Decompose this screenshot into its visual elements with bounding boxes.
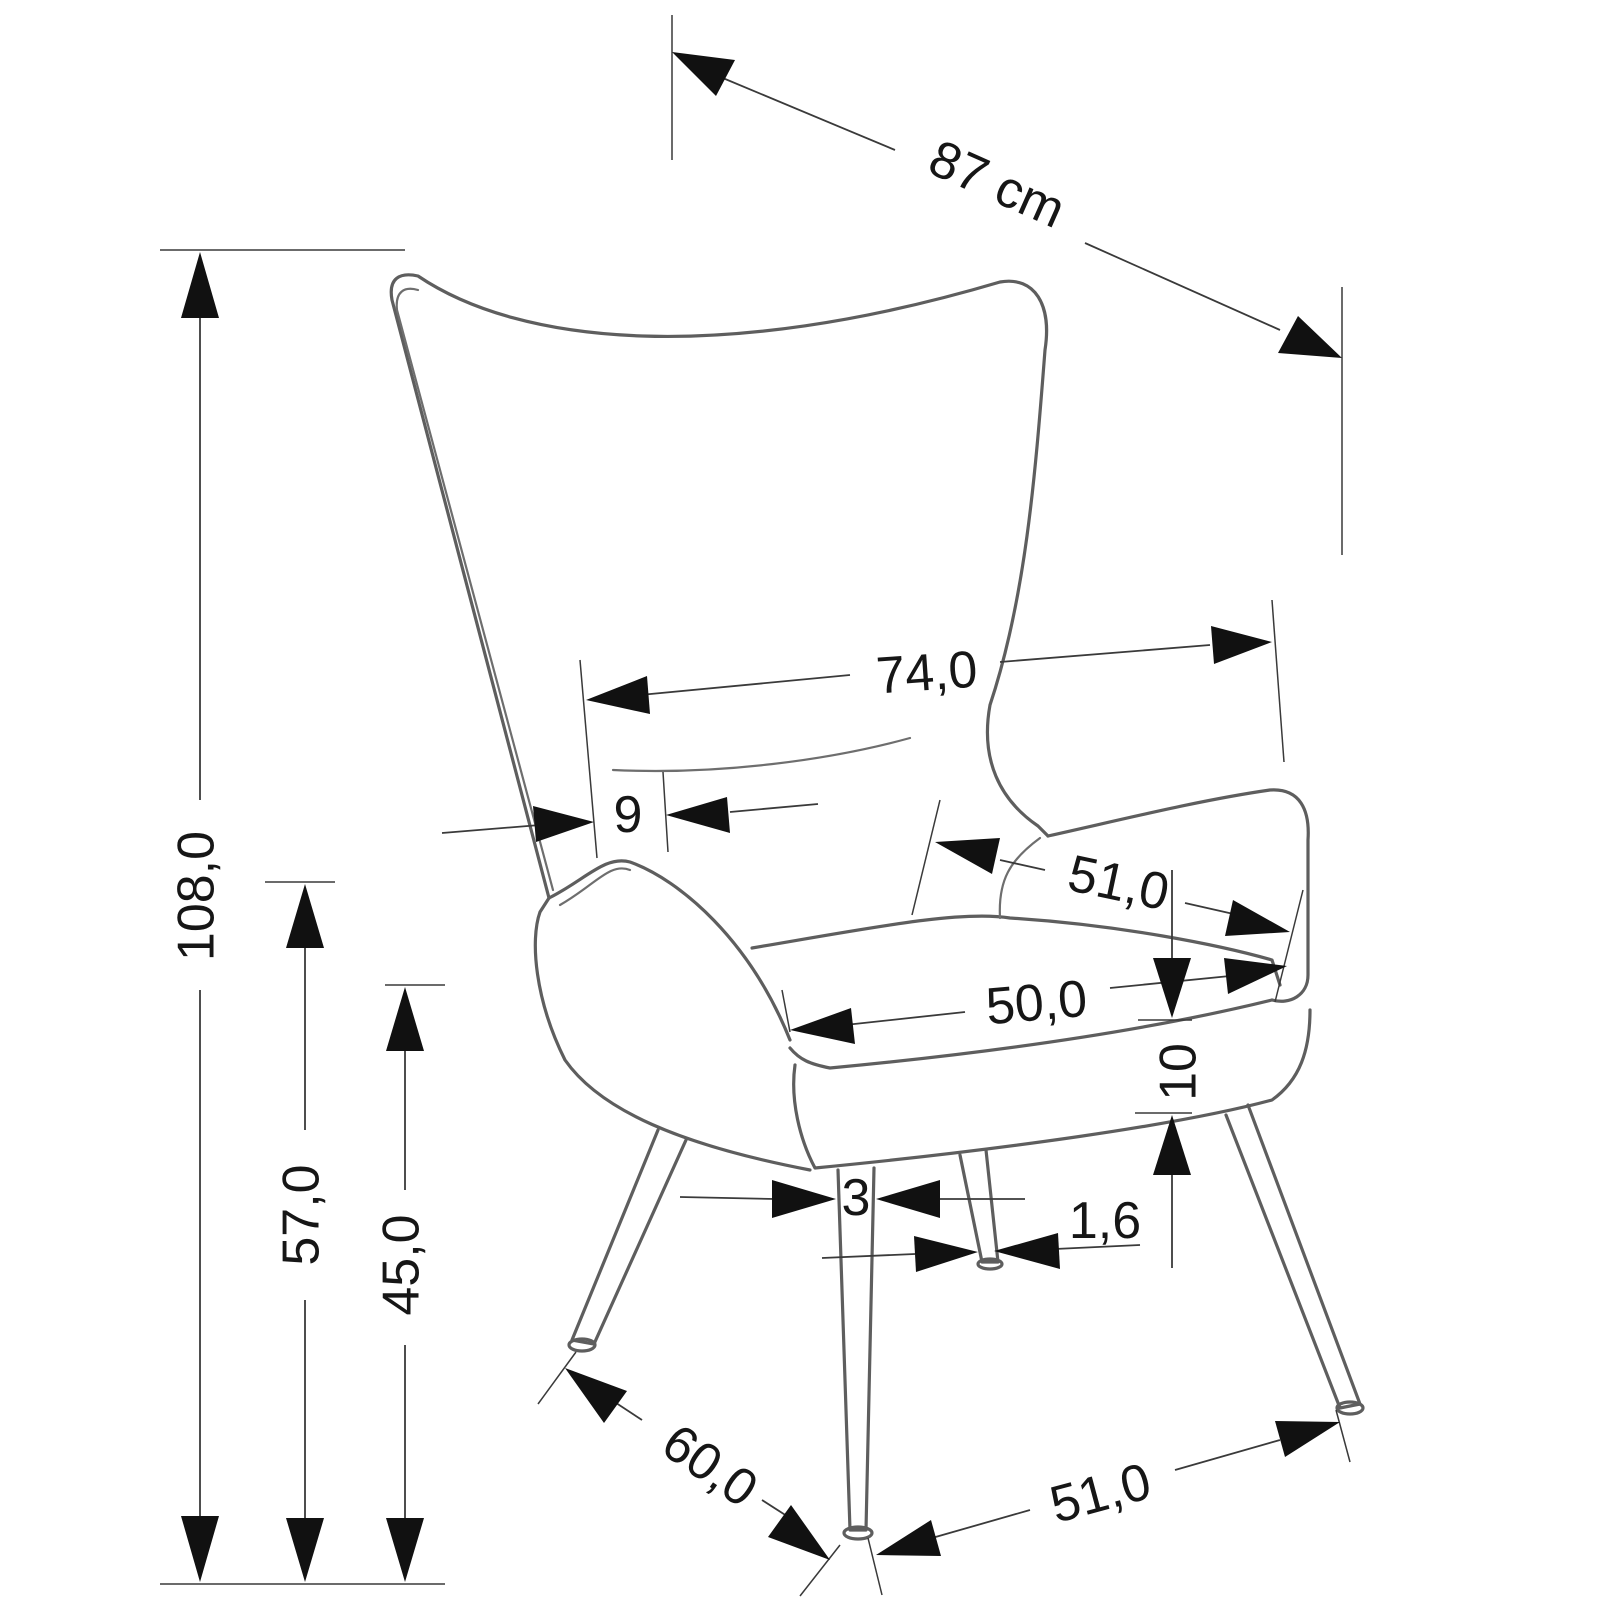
dim-60-arrow-bottom bbox=[768, 1505, 830, 1560]
dim-50-arrow-left bbox=[790, 1008, 855, 1044]
dim-seat-height-label: 45,0 bbox=[373, 1214, 431, 1315]
dim-3-arrow-right bbox=[876, 1180, 940, 1218]
dim-57-arrow-top bbox=[286, 884, 324, 948]
chair-backrest-piping bbox=[395, 287, 555, 892]
dim-51b-ext-left bbox=[867, 1537, 883, 1596]
dim-arm-height-label: 57,0 bbox=[273, 1164, 331, 1265]
dim-10-arrow-bottom bbox=[1153, 1115, 1191, 1175]
chair-left-arm bbox=[533, 896, 812, 1172]
dim-51a-arrow-right bbox=[1225, 900, 1290, 936]
dim-51a-line-b bbox=[1184, 902, 1239, 916]
dim-1-6-arrow-left bbox=[914, 1236, 978, 1272]
dim-50-line-a bbox=[844, 1011, 966, 1026]
dim-60-ext-top bbox=[537, 1351, 577, 1405]
chair-seat-cushion bbox=[750, 914, 1282, 987]
chair-leg-back-right bbox=[1224, 1103, 1362, 1410]
dim-10-arrow-top bbox=[1153, 958, 1191, 1018]
chair-backrest-outline bbox=[389, 273, 1050, 900]
chair-leg-front-left bbox=[570, 1128, 688, 1346]
chair-seat-front bbox=[788, 998, 1274, 1070]
dim-45-arrow-top bbox=[386, 987, 424, 1051]
chair-leg-front-left-foot bbox=[567, 1337, 597, 1353]
dim-60-ext-bottom bbox=[799, 1544, 841, 1597]
dim-87-arrow-right bbox=[1278, 316, 1342, 358]
dim-1-6-line-right bbox=[1054, 1244, 1141, 1250]
dim-74-line-b bbox=[999, 644, 1211, 663]
dim-108-arrow-top bbox=[181, 252, 219, 318]
dim-back-frame-label: 9 bbox=[614, 786, 643, 844]
dim-51a-line-a bbox=[999, 859, 1046, 871]
dimension-lines: 87 cm 108,0 57,0 45,0 74,0 bbox=[160, 15, 1351, 1597]
dim-45-arrow-bottom bbox=[386, 1518, 424, 1582]
dim-1-6-arrow-right bbox=[994, 1233, 1060, 1269]
dim-9-line-right bbox=[729, 803, 819, 813]
chair-leg-back-right-foot bbox=[1335, 1400, 1365, 1416]
dim-87-arrow-left bbox=[672, 52, 735, 96]
dim-108-arrow-bottom bbox=[181, 1516, 219, 1582]
dim-57-arrow-bottom bbox=[286, 1518, 324, 1582]
dim-3-arrow-left bbox=[772, 1180, 836, 1218]
dim-87-line-a bbox=[717, 75, 896, 151]
dim-74-ext-right bbox=[1271, 599, 1285, 763]
dim-74-line-a bbox=[639, 674, 851, 696]
dim-51b-ext-right bbox=[1335, 1409, 1351, 1463]
dim-seat-width-label: 50,0 bbox=[984, 970, 1090, 1037]
dim-leg-top-label: 3 bbox=[842, 1169, 871, 1227]
dim-base-depth-label: 60,0 bbox=[652, 1413, 768, 1519]
dim-87-line-b bbox=[1084, 242, 1281, 331]
dim-51b-arrow-left bbox=[876, 1520, 941, 1556]
chair-leg-back-left bbox=[958, 1148, 1000, 1264]
chair-seat-base bbox=[792, 1008, 1312, 1170]
chair-leg-front-center bbox=[836, 1166, 876, 1532]
dim-50-ext-left bbox=[781, 989, 791, 1033]
dim-51b-line-a bbox=[931, 1509, 1031, 1539]
dim-base-width-label: 51,0 bbox=[1044, 1452, 1157, 1534]
dim-51a-arrow-left bbox=[935, 838, 1000, 874]
dim-arm-width-label: 51,0 bbox=[1063, 844, 1174, 922]
chair-back-curve bbox=[611, 736, 912, 773]
chair-left-arm-piping bbox=[558, 867, 632, 907]
dim-50-arrow-right bbox=[1224, 958, 1287, 994]
dim-74-ext-left bbox=[579, 659, 598, 859]
dim-1-6-line-left bbox=[821, 1253, 916, 1259]
dim-inner-back-width-label: 74,0 bbox=[874, 641, 979, 706]
dim-74-arrow-right bbox=[1211, 626, 1272, 664]
dim-51b-arrow-right bbox=[1275, 1421, 1340, 1457]
chair-leg-front-center-foot bbox=[842, 1525, 874, 1541]
chair-right-arm-inner bbox=[998, 836, 1042, 920]
chair-left-arm-top bbox=[547, 859, 792, 1042]
dim-51a-ext-right bbox=[1274, 889, 1304, 1003]
dim-cushion-label: 10 bbox=[1150, 1043, 1208, 1101]
chair-leg-back-left-foot bbox=[976, 1257, 1004, 1271]
dim-leg-bottom-label: 1,6 bbox=[1069, 1192, 1141, 1250]
chair-right-arm bbox=[1046, 788, 1310, 1003]
dim-9-arrow-right bbox=[666, 797, 730, 833]
dim-51b-line-b bbox=[1174, 1439, 1281, 1471]
dim-3-line-left bbox=[679, 1196, 776, 1200]
dim-60-arrow-top bbox=[565, 1368, 627, 1423]
dim-9-arrow-left bbox=[533, 806, 594, 842]
dim-9-line-left bbox=[441, 824, 541, 834]
chair-drawing bbox=[389, 273, 1365, 1541]
dim-51a-ext-left bbox=[911, 799, 941, 916]
dim-depth-top-label: 87 cm bbox=[920, 129, 1073, 240]
dim-74-arrow-left bbox=[586, 676, 650, 714]
dim-9-ext-right bbox=[662, 771, 669, 853]
dim-total-height-label: 108,0 bbox=[168, 831, 226, 961]
